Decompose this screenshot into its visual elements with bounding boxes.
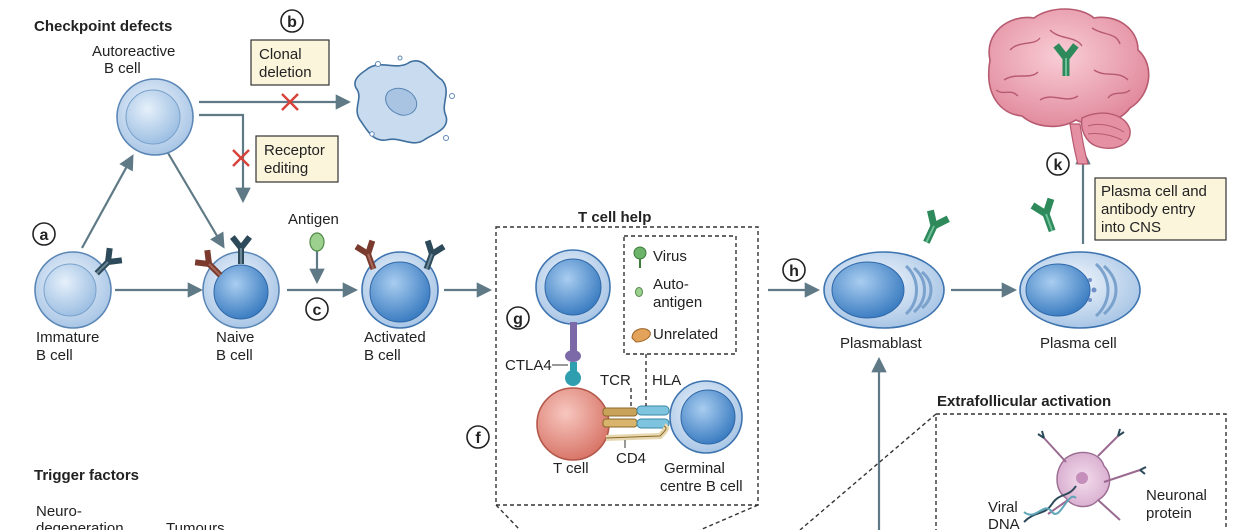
- autoreactive-b-cell: [116, 78, 194, 156]
- blocked-cross-icon: [281, 93, 299, 111]
- trigger-factors-heading: Trigger factors: [34, 467, 139, 484]
- immature-label: B cell: [36, 347, 73, 364]
- cns-entry-box: Plasma cell and antibody entry into CNS: [1094, 177, 1227, 241]
- svg-text:deletion: deletion: [259, 64, 312, 81]
- plasma-cell-label: Plasma cell: [1040, 335, 1117, 352]
- apoptotic-cell-icon: [354, 55, 455, 144]
- naive-label: B cell: [216, 347, 253, 364]
- svg-text:Clonal: Clonal: [259, 46, 302, 63]
- step-k-marker: k: [1046, 152, 1070, 176]
- b-cell-upper: [535, 249, 611, 325]
- blocked-cross-icon: [232, 149, 250, 167]
- legend-virus-label: Virus: [653, 248, 687, 265]
- trigger-neuro-label: Neuro-: [36, 503, 82, 520]
- svg-text:f: f: [475, 430, 481, 447]
- germinal-centre-b-cell: [669, 380, 743, 454]
- checkpoint-defects-heading: Checkpoint defects: [34, 18, 172, 35]
- antigen-icon: [309, 232, 325, 252]
- plasmablast-label: Plasmablast: [840, 335, 923, 352]
- neuronal-protein-label: Neuronal: [1146, 487, 1207, 504]
- cd4-label: CD4: [616, 450, 646, 467]
- neuron-icon: [1037, 428, 1147, 521]
- brain-icon: [988, 8, 1150, 165]
- plasma-cell: [1019, 195, 1141, 329]
- antigen-legend-box: [623, 235, 737, 355]
- svg-text:antibody entry: antibody entry: [1101, 201, 1196, 218]
- step-g-marker: g: [506, 306, 530, 330]
- svg-text:k: k: [1054, 157, 1063, 174]
- autoreactive-label: B cell: [104, 60, 141, 77]
- receptor-editing-box: Receptor editing: [255, 135, 339, 183]
- t-cell-label: T cell: [553, 460, 589, 477]
- autoreactive-label: Autoreactive: [92, 43, 175, 60]
- legend-autoantigen-label: antigen: [653, 294, 702, 311]
- immature-b-cell: [34, 245, 125, 329]
- t-cell-help-heading: T cell help: [578, 209, 651, 226]
- t-cell-help-panel-tail: [495, 504, 759, 530]
- extrafollicular-heading: Extrafollicular activation: [937, 393, 1111, 410]
- legend-autoantigen-label: Auto-: [653, 276, 689, 293]
- tcr-label: TCR: [600, 372, 631, 389]
- unrelated-antigen-icon: [631, 328, 651, 343]
- activated-b-cell: [353, 238, 447, 329]
- svg-text:b: b: [287, 14, 297, 31]
- neuronal-protein-label: protein: [1146, 505, 1192, 522]
- autoantigen-icon: [635, 287, 643, 297]
- germinal-centre-label: centre B cell: [660, 478, 743, 495]
- plasmablast-cell: [823, 207, 952, 329]
- step-c-marker: c: [305, 297, 329, 321]
- naive-b-cell: [192, 235, 280, 329]
- t-cell-help-panel: [495, 226, 759, 506]
- legend-unrelated-label: Unrelated: [653, 326, 718, 343]
- svg-text:h: h: [789, 263, 799, 280]
- activated-label: B cell: [364, 347, 401, 364]
- naive-label: Naive: [216, 329, 254, 346]
- svg-text:editing: editing: [264, 160, 308, 177]
- ctla4-molecule: [565, 322, 581, 386]
- svg-text:c: c: [313, 302, 322, 319]
- immature-label: Immature: [36, 329, 99, 346]
- t-cell: [536, 387, 610, 461]
- ctla4-label: CTLA4: [505, 357, 552, 374]
- step-a-marker: a: [32, 222, 56, 246]
- viral-dna-label: Viral: [988, 499, 1018, 516]
- svg-text:Plasma cell and: Plasma cell and: [1101, 183, 1207, 200]
- svg-text:a: a: [40, 227, 49, 244]
- step-h-marker: h: [782, 258, 806, 282]
- viral-dna-label: DNA: [988, 516, 1020, 530]
- svg-text:Receptor: Receptor: [264, 142, 325, 159]
- virus-icon: [633, 246, 647, 268]
- germinal-centre-label: Germinal: [664, 460, 725, 477]
- trigger-tumours-label: Tumours: [166, 520, 225, 530]
- svg-text:into CNS: into CNS: [1101, 219, 1161, 236]
- svg-text:g: g: [513, 311, 523, 328]
- clonal-deletion-box: Clonal deletion: [250, 39, 330, 86]
- antigen-label: Antigen: [288, 211, 339, 228]
- step-f-marker: f: [466, 425, 490, 449]
- hla-label: HLA: [652, 372, 681, 389]
- activated-label: Activated: [364, 329, 426, 346]
- step-b-marker: b: [280, 9, 304, 33]
- flow-arrows: [81, 94, 1091, 530]
- trigger-neuro-label: degeneration: [36, 520, 124, 530]
- tcr-hla-complex: [602, 405, 670, 441]
- viral-dna-icon: [1023, 485, 1077, 523]
